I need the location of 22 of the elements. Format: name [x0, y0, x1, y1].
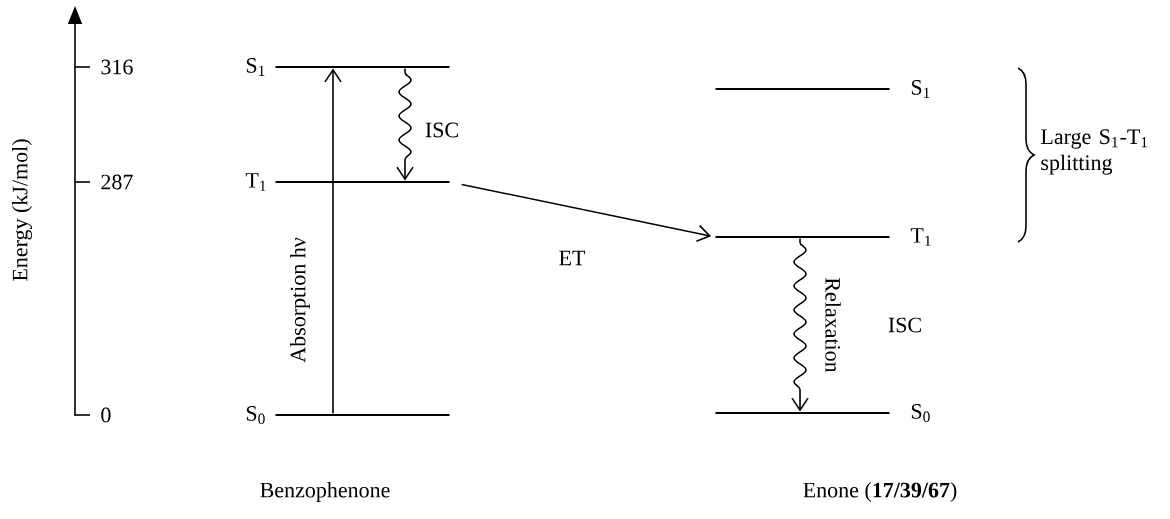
state-label: T$_{1}$ [910, 228, 931, 246]
axis-title: Energy (kJ/mol) [12, 139, 32, 281]
state-label: S$_{1}$ [246, 58, 265, 76]
edge-label: ET [559, 250, 586, 266]
arrow [324, 68, 342, 415]
tick-label: 287 [101, 174, 133, 190]
edge-label: Absorption hν [290, 237, 310, 363]
molecule-caption: Enone (17/39/67) [803, 482, 957, 502]
transition-label: ISC [888, 317, 921, 333]
state-label: S$_{0}$ [246, 406, 265, 424]
tick-label: 316 [101, 59, 133, 75]
tick-label: 0 [101, 407, 111, 423]
edge-label: ISC [425, 122, 458, 138]
molecule-caption: Benzophenone [260, 482, 390, 502]
state-label: S$_{0}$ [911, 404, 930, 422]
arrow [460, 183, 712, 243]
arrow [396, 67, 414, 181]
state-label: S$_{1}$ [911, 80, 930, 98]
edge-label: Relaxation [825, 278, 841, 373]
brace-label: Large S$_{1}$-T$_{1}$ splitting [1041, 129, 1148, 175]
arrow [791, 237, 809, 412]
state-label: T$_{1}$ [245, 173, 266, 191]
